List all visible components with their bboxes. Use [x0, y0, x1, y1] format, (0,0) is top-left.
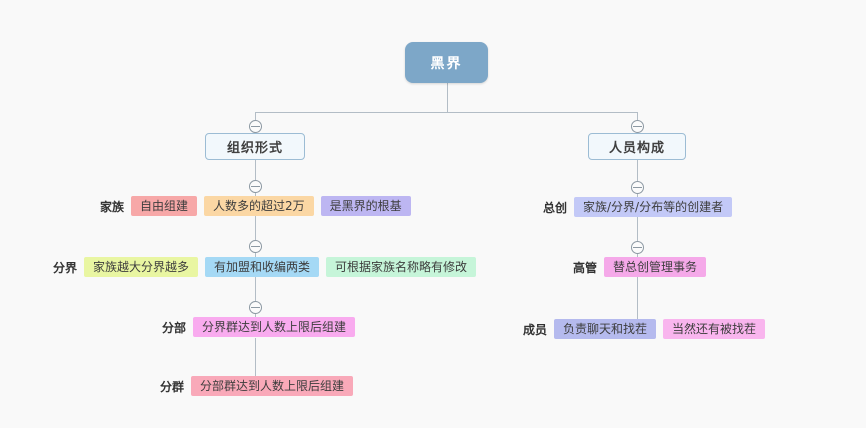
topic-box[interactable]: 替总创管理事务	[604, 257, 707, 277]
topic-box[interactable]: 自由组建	[131, 196, 198, 216]
topic-box[interactable]: 分部群达到人数上限后组建	[191, 376, 354, 396]
collapse-minus-icon[interactable]	[249, 240, 262, 253]
topic-box[interactable]: 可根据家族名称略有修改	[326, 257, 477, 277]
connector-line	[255, 112, 638, 113]
topic-box[interactable]: 负责聊天和找茬	[554, 319, 657, 339]
collapse-minus-icon[interactable]	[249, 301, 262, 314]
connector-line	[637, 217, 638, 257]
collapse-minus-icon[interactable]	[631, 241, 644, 254]
connector-line	[637, 160, 638, 198]
topic-box[interactable]: 分界群达到人数上限后组建	[193, 317, 356, 337]
row-fenqun: 分群 分部群达到人数上限后组建	[160, 376, 354, 396]
root-topic[interactable]: 黑界	[405, 42, 488, 83]
row-fenjie: 分界 家族越大分界越多 有加盟和收编两类 可根据家族名称略有修改	[53, 257, 477, 277]
branch-organization-form[interactable]: 组织形式	[205, 133, 305, 160]
collapse-minus-icon[interactable]	[631, 120, 644, 133]
connector-line	[255, 215, 256, 258]
topic-box[interactable]: 有加盟和收编两类	[205, 257, 320, 277]
collapse-minus-icon[interactable]	[631, 181, 644, 194]
connector-line	[637, 277, 638, 320]
topic-box[interactable]: 当然还有被找茬	[663, 319, 766, 339]
connector-line	[255, 276, 256, 318]
row-fenbu: 分部 分界群达到人数上限后组建	[162, 317, 356, 337]
row-zongchuang-label[interactable]: 总创	[543, 200, 568, 215]
row-jiazu-label[interactable]: 家族	[100, 199, 125, 214]
row-gaoguan: 高管 替总创管理事务	[573, 257, 707, 277]
row-jiazu: 家族 自由组建 人数多的超过2万 是黑界的根基	[100, 196, 411, 216]
row-fenqun-label[interactable]: 分群	[160, 379, 185, 394]
collapse-minus-icon[interactable]	[249, 180, 262, 193]
row-zongchuang: 总创 家族/分界/分布等的创建者	[543, 197, 733, 217]
row-fenbu-label[interactable]: 分部	[162, 320, 187, 335]
connector-line	[255, 338, 256, 377]
connector-line	[255, 160, 256, 197]
topic-box[interactable]: 家族越大分界越多	[84, 257, 199, 277]
collapse-minus-icon[interactable]	[249, 120, 262, 133]
row-fenjie-label[interactable]: 分界	[53, 260, 78, 275]
topic-box[interactable]: 家族/分界/分布等的创建者	[574, 197, 733, 217]
row-chengyuan-label[interactable]: 成员	[523, 322, 548, 337]
row-chengyuan: 成员 负责聊天和找茬 当然还有被找茬	[523, 319, 766, 339]
topic-box[interactable]: 是黑界的根基	[320, 196, 411, 216]
branch-personnel-composition[interactable]: 人员构成	[588, 133, 686, 160]
topic-box[interactable]: 人数多的超过2万	[204, 196, 314, 216]
connector-line	[447, 83, 448, 113]
row-gaoguan-label[interactable]: 高管	[573, 260, 598, 275]
